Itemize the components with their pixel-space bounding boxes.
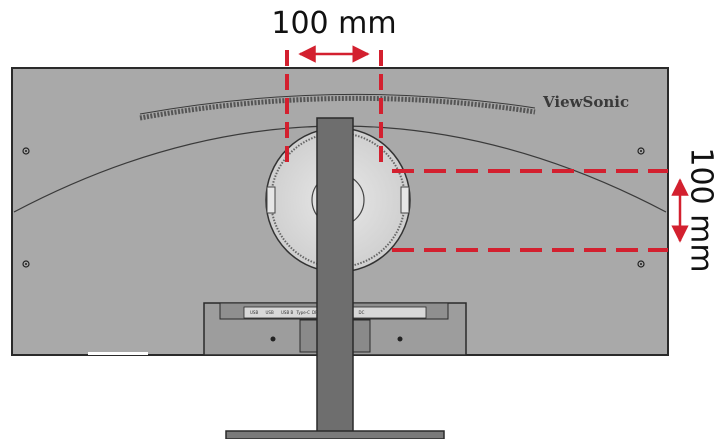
vesa-markers: [285, 50, 668, 252]
screw-hole-icon: [397, 336, 403, 342]
gap-mark: [88, 352, 148, 355]
vent-edge: [139, 93, 536, 115]
vent-strip: [139, 95, 536, 121]
port-label: USB: [250, 310, 258, 315]
port-label: USB: [266, 310, 274, 315]
port-label: USB B: [281, 310, 293, 315]
screw-hole-icon: [22, 147, 30, 155]
stand-base: [225, 430, 445, 439]
screw-hole-icon: [637, 147, 645, 155]
horizontal-dimension-label: 100 mm: [271, 6, 396, 41]
port-label: DC: [359, 310, 365, 315]
vertical-dimension-label: 100 mm: [684, 147, 719, 272]
screw-hole-icon: [22, 260, 30, 268]
stand-neck: [316, 117, 354, 437]
horizontal-dimension: 100 mm: [271, 6, 397, 63]
brand-logo: ViewSonic: [542, 93, 629, 111]
vertical-dimension: 100 mm: [671, 147, 719, 273]
stand: [88, 117, 445, 439]
port-label: DP: [312, 310, 318, 315]
screw-hole-icon: [270, 336, 276, 342]
screw-hole-icon: [637, 260, 645, 268]
port-label: Type-C: [296, 310, 311, 315]
